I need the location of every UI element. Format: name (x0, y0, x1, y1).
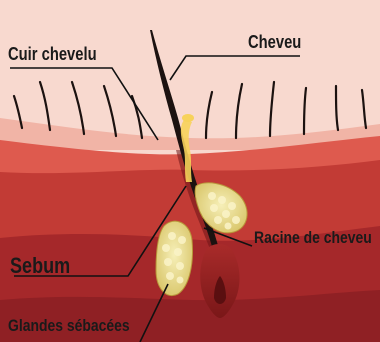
sebum-drop (182, 114, 194, 122)
label-glands: Glandes sébacées (8, 316, 130, 336)
label-root: Racine de cheveu (254, 228, 372, 248)
label-hair: Cheveu (248, 32, 301, 53)
label-scalp: Cuir chevelu (8, 44, 97, 65)
label-sebum: Sebum (10, 253, 70, 279)
